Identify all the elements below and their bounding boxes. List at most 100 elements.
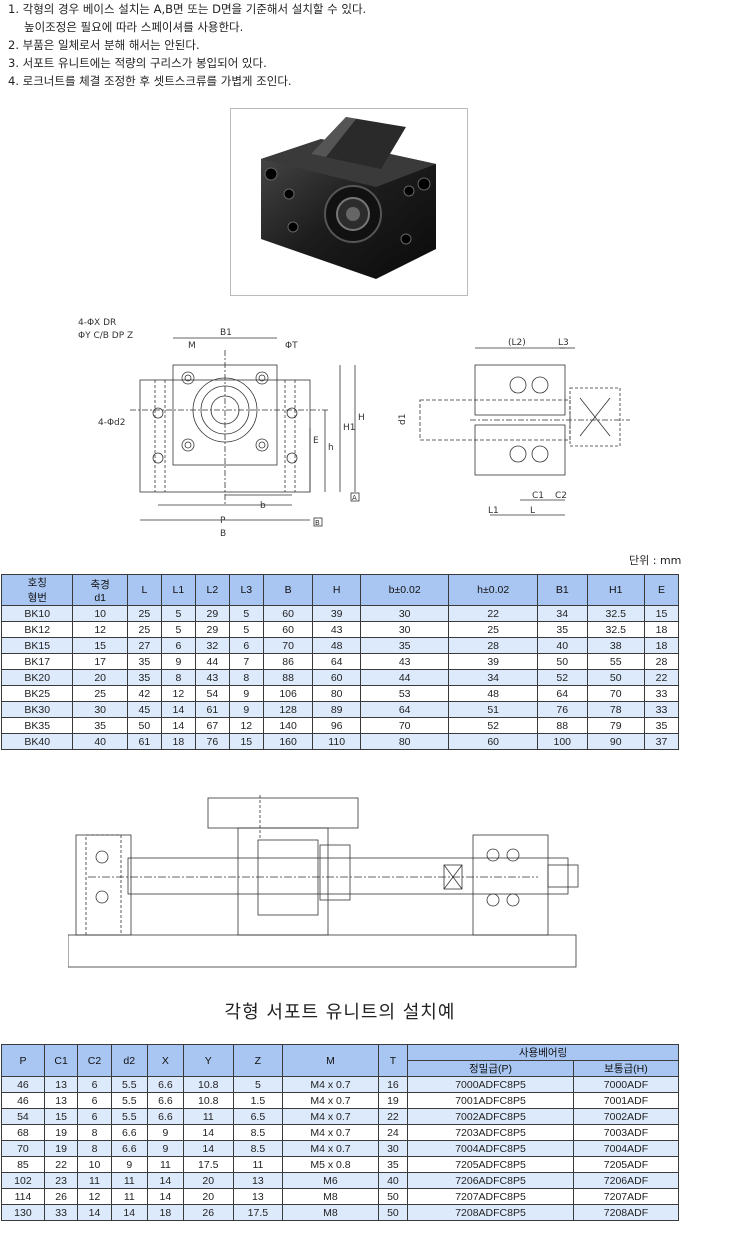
table-cell: 30 (359, 605, 450, 622)
install-notes: 1. 각형의 경우 베이스 설치는 A,B면 또는 D면을 기준해서 설치할 수… (8, 0, 366, 90)
label-b1: B1 (220, 328, 232, 338)
table-cell: 8 (77, 1140, 112, 1157)
column-header: L (126, 574, 162, 606)
table-cell: 35 (643, 717, 680, 734)
note-4: 4. 로크너트를 체결 조정한 후 셋트스크류를 가볍게 조인다. (8, 74, 292, 88)
table-cell: 96 (312, 717, 361, 734)
column-header: C1 (43, 1044, 79, 1077)
table-cell: 7207ADF (572, 1188, 680, 1205)
table-cell: 7203ADFC8P5 (407, 1124, 574, 1141)
table-cell: 14 (160, 701, 196, 718)
table-cell: 23 (43, 1172, 79, 1189)
table-cell: 25 (126, 605, 162, 622)
table-cell: M4 x 0.7 (282, 1108, 379, 1125)
table-cell: 6 (77, 1092, 112, 1109)
table-cell: 19 (43, 1140, 79, 1157)
table-cell: 15 (228, 733, 264, 750)
table-cell: 78 (586, 701, 645, 718)
table-cell: 30 (377, 1140, 409, 1157)
table-cell: 128 (262, 701, 314, 718)
table-cell: 14 (146, 1172, 184, 1189)
table-cell: 42 (126, 685, 162, 702)
label-b-total: B (220, 529, 226, 539)
table-cell: 6.6 (110, 1124, 148, 1141)
table-cell: 50 (377, 1188, 409, 1205)
table-cell: 88 (536, 717, 588, 734)
note-2: 2. 부품은 일체로서 분해 해서는 안된다. (8, 38, 200, 52)
table-cell: 35 (72, 717, 128, 734)
table-cell: 39 (312, 605, 361, 622)
table-cell: M4 x 0.7 (282, 1124, 379, 1141)
table-cell: 64 (536, 685, 588, 702)
table-cell: 30 (72, 701, 128, 718)
table-cell: 140 (262, 717, 314, 734)
table-cell: 10 (72, 605, 128, 622)
table-cell: 50 (126, 717, 162, 734)
column-header: L2 (194, 574, 230, 606)
table-cell: 6.6 (146, 1076, 184, 1093)
table-cell: 18 (160, 733, 196, 750)
table-cell: 70 (262, 637, 314, 654)
table-cell: 8.5 (232, 1124, 284, 1141)
table-cell: 35 (126, 653, 162, 670)
table-cell: 7001ADFC8P5 (407, 1092, 574, 1109)
table-cell: 55 (586, 653, 645, 670)
table-cell: 43 (194, 669, 230, 686)
table-cell: 6 (77, 1108, 112, 1125)
table-cell: 6 (77, 1076, 112, 1093)
column-header: b±0.02 (359, 574, 450, 606)
table-cell: BK25 (0, 685, 74, 702)
table-cell: 25 (448, 621, 538, 638)
table-cell: 33 (643, 701, 680, 718)
column-header: L3 (228, 574, 264, 606)
table-cell: 11 (77, 1172, 112, 1189)
table-cell: 28 (643, 653, 680, 670)
table-cell: M6 (282, 1172, 379, 1189)
table-cell: 7002ADF (572, 1108, 680, 1125)
table-cell: M5 x 0.8 (282, 1156, 379, 1173)
table-cell: 52 (448, 717, 538, 734)
table-cell: BK40 (0, 733, 74, 750)
table-cell: 35 (126, 669, 162, 686)
column-subheader: 정밀급(P) (407, 1060, 574, 1077)
table-cell: 60 (262, 605, 314, 622)
table-cell: 7 (228, 653, 264, 670)
table-cell: 11 (110, 1188, 148, 1205)
table-cell: 22 (377, 1108, 409, 1125)
table-cell: 14 (182, 1124, 234, 1141)
label-h-small: h (328, 443, 334, 453)
table-cell: 13 (232, 1188, 284, 1205)
table-cell: 9 (160, 653, 196, 670)
label-e: E (313, 436, 319, 446)
table-cell: M4 x 0.7 (282, 1076, 379, 1093)
table-cell: 60 (262, 621, 314, 638)
table-cell: 89 (312, 701, 361, 718)
column-header: E (643, 574, 680, 606)
note-1: 1. 각형의 경우 베이스 설치는 A,B면 또는 D면을 기준해서 설치할 수… (8, 2, 367, 16)
table-cell: 22 (448, 605, 538, 622)
table-cell: 50 (536, 653, 588, 670)
table-cell: 76 (536, 701, 588, 718)
table-cell: 76 (194, 733, 230, 750)
table-cell: 27 (126, 637, 162, 654)
column-header: H1 (586, 574, 645, 606)
table-cell: 70 (359, 717, 450, 734)
column-header: T (377, 1044, 409, 1077)
note-1-sub: 높이조정은 필요에 따라 스페이셔를 사용한다. (24, 20, 244, 34)
table-cell: 29 (194, 605, 230, 622)
table-cell: 6.6 (110, 1140, 148, 1157)
table-cell: 14 (160, 717, 196, 734)
label-l3: L3 (558, 338, 569, 348)
column-header: d2 (110, 1044, 148, 1077)
table-cell: 9 (110, 1156, 148, 1173)
